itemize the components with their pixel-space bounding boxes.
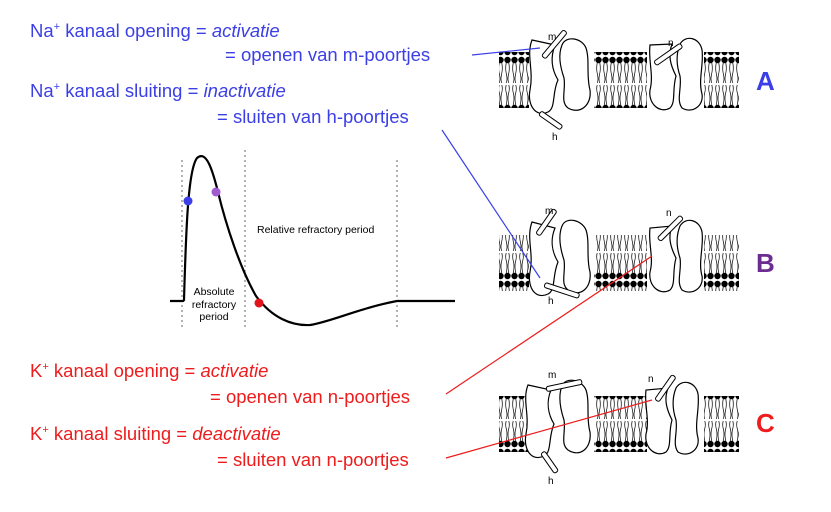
svg-text:n: n — [668, 38, 674, 49]
marker-red — [254, 298, 264, 308]
panel-letter-c: C — [756, 408, 775, 438]
connector-n-gate-close — [445, 399, 653, 459]
svg-text:h: h — [548, 476, 554, 487]
na-open-line1: Na+ kanaal opening = activatie — [30, 20, 280, 41]
connector-n-gate-open — [445, 255, 653, 395]
membrane-panel-b: m n h — [499, 206, 739, 307]
connector-h-gate — [441, 129, 541, 279]
na-close-line1: Na+ kanaal sluiting = inactivatie — [30, 80, 286, 101]
svg-text:n: n — [666, 208, 672, 219]
svg-text:m: m — [545, 206, 553, 217]
absolute-refractory-label: Absolute refractory period — [191, 286, 237, 324]
marker-purple — [211, 187, 221, 197]
na-close-line2: = sluiten van h-poortjes — [217, 106, 409, 127]
svg-text:m: m — [548, 370, 556, 381]
action-potential-graph — [170, 150, 455, 330]
k-close-line2: = sluiten van n-poortjes — [217, 449, 409, 470]
marker-blue — [183, 196, 193, 206]
svg-text:m: m — [548, 32, 556, 43]
k-open-line1: K+ kanaal opening = activatie — [30, 360, 269, 381]
svg-text:h: h — [552, 132, 558, 143]
membrane-panel-c: m n h — [499, 370, 739, 487]
relative-refractory-label: Relative refractory period — [257, 224, 375, 236]
panel-letter-b: B — [756, 248, 775, 278]
na-open-line2: = openen van m-poortjes — [225, 44, 431, 65]
membrane-panel-a: m n h — [499, 30, 739, 143]
k-close-line1: K+ kanaal sluiting = deactivatie — [30, 423, 281, 444]
action-potential-curve — [170, 155, 455, 327]
connector-m-gate — [471, 47, 541, 56]
svg-text:n: n — [648, 374, 654, 385]
k-open-line2: = openen van n-poortjes — [210, 386, 411, 407]
svg-text:h: h — [548, 296, 554, 307]
panel-letter-a: A — [756, 66, 775, 96]
